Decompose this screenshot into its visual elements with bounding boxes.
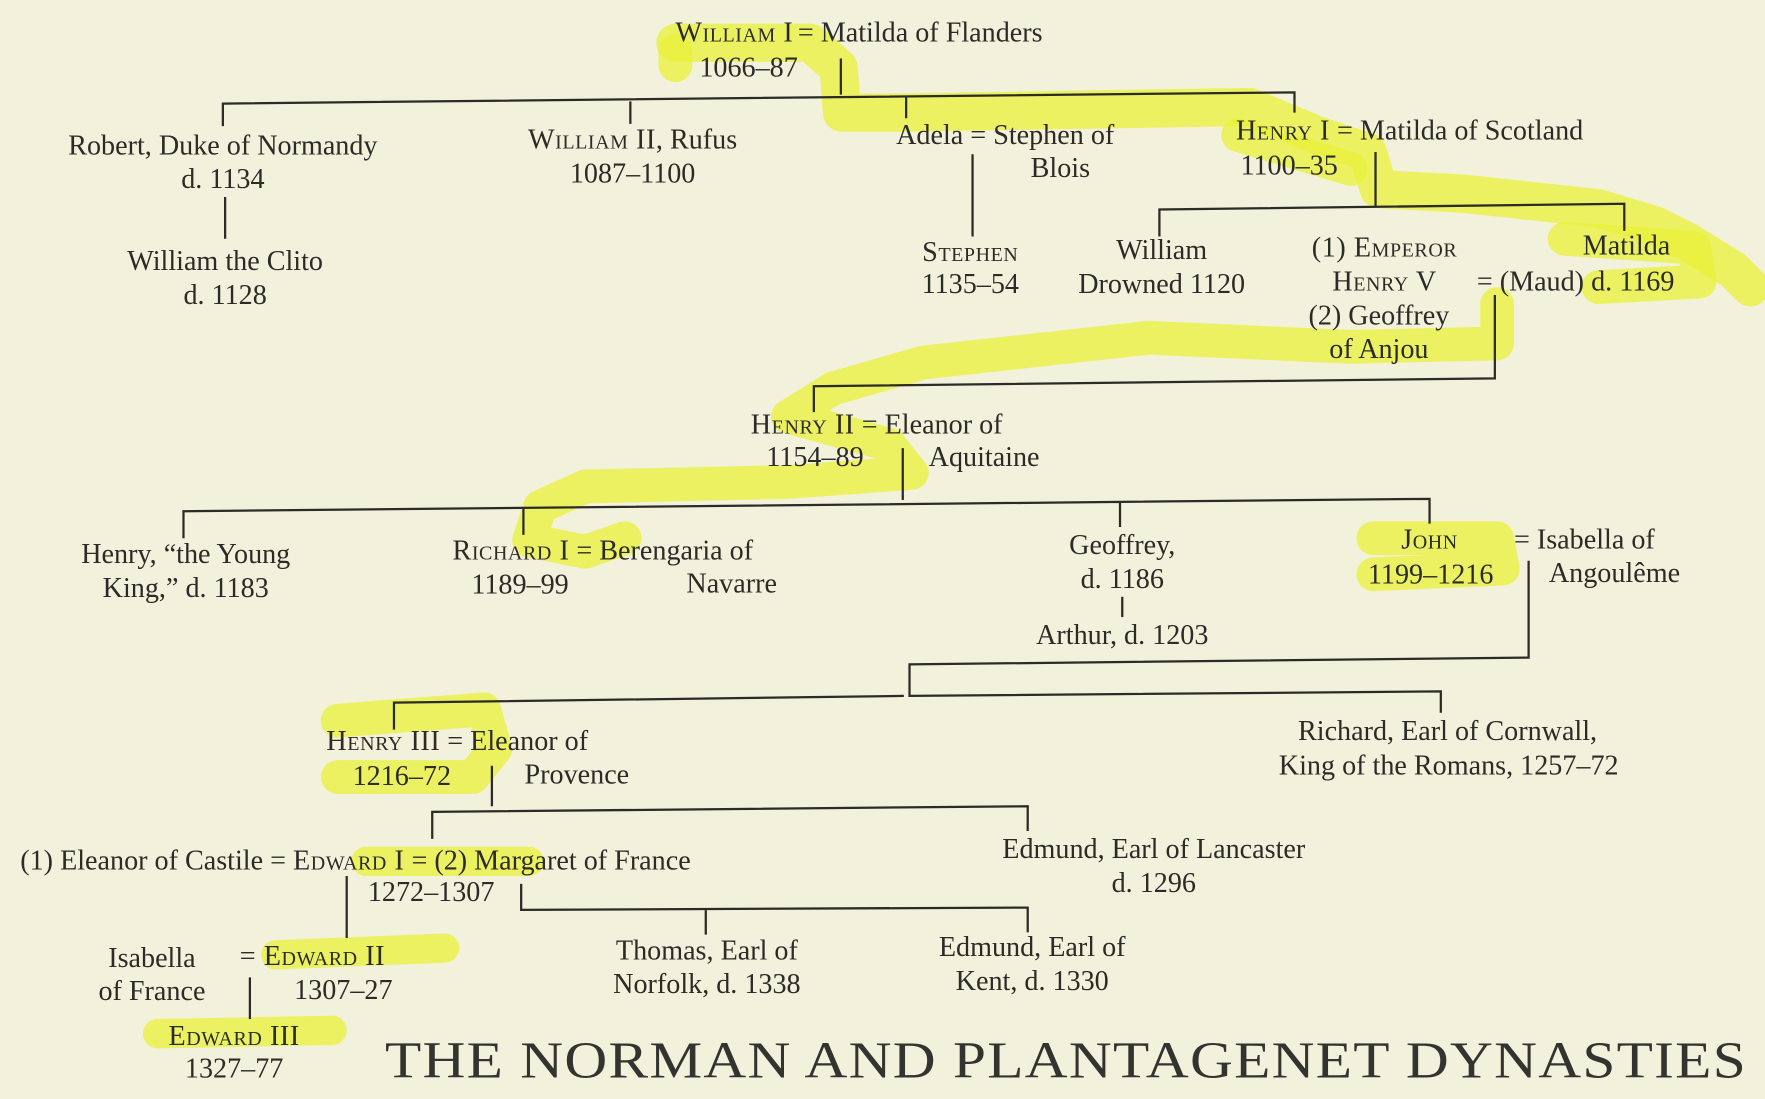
- william-i-reign: 1066–87: [699, 53, 797, 84]
- geoffrey-brittany-name: Geoffrey,: [1069, 530, 1175, 561]
- edward-i-line: (1) Eleanor of Castile = Edward I = (2) …: [20, 845, 690, 876]
- edward-i-name: Edward I: [293, 845, 404, 876]
- edward-i-reign: 1272–1307: [368, 877, 495, 908]
- henry-i-line: Henry I = Matilda of Scotland: [1236, 116, 1583, 147]
- henry-iii-reign: 1216–72: [353, 761, 451, 792]
- thomas-norfolk-line-2: Norfolk, d. 1338: [613, 969, 800, 1000]
- edward-ii-reign: 1307–27: [294, 975, 392, 1006]
- richard-i-spouse: = Berengaria of: [569, 536, 753, 567]
- edmund-kent-line: Edmund, Earl of: [939, 932, 1126, 963]
- richard-cornwall-line: Richard, Earl of Cornwall,: [1298, 716, 1597, 747]
- eleanor-castile: (1) Eleanor of Castile =: [20, 845, 293, 876]
- henry-i-spouse: = Matilda of Scotland: [1330, 116, 1583, 147]
- henry-ii-spouse-2: Aquitaine: [929, 442, 1040, 473]
- isabella-france-line-2: of France: [98, 976, 205, 1007]
- matilda-maud: = (Maud) d. 1169: [1477, 267, 1675, 298]
- john-reign: 1199–1216: [1368, 559, 1494, 590]
- edward-ii-name: = Edward II: [240, 941, 385, 972]
- richard-i-line: Richard I = Berengaria of: [453, 536, 754, 567]
- adela-line-2: Blois: [1031, 153, 1090, 184]
- edmund-lancaster-death: d. 1296: [1112, 868, 1196, 899]
- henry-iii-spouse: = Eleanor of: [440, 726, 588, 757]
- william-ii-reign: 1087–1100: [570, 158, 696, 189]
- highlight-edward2: [261, 933, 460, 970]
- william-ii-epithet: , Rufus: [656, 125, 737, 156]
- stephen-name: Stephen: [922, 237, 1018, 268]
- edmund-kent-line-2: Kent, d. 1330: [956, 966, 1109, 997]
- geoffrey-brittany-death: d. 1186: [1081, 564, 1164, 595]
- highlight-names-1: [658, 33, 1717, 305]
- john-spouse-2: Angoulême: [1549, 558, 1680, 589]
- henry-v-name: Henry V: [1332, 267, 1436, 298]
- william-adelin-name: William: [1116, 235, 1207, 266]
- robert-name: Robert, Duke of Normandy: [68, 130, 377, 161]
- william-i-spouse: = Matilda of Flanders: [798, 18, 1043, 49]
- diagram-title: THE NORMAN AND PLANTAGENET DYNASTIES: [385, 1033, 1747, 1090]
- young-king-line-2: King,” d. 1183: [103, 573, 269, 604]
- highlight-matilda-to-richard: [512, 287, 1514, 569]
- matilda-name: Matilda: [1583, 230, 1671, 261]
- edward-iii-name: Edward III: [169, 1021, 300, 1052]
- john-name: John: [1401, 524, 1458, 555]
- henry-iii-spouse-2: Provence: [525, 760, 630, 791]
- adela-line: Adela = Stephen of: [896, 120, 1115, 151]
- richard-i-name: Richard I: [453, 536, 570, 567]
- william-i-name: William I: [675, 18, 793, 49]
- highlight-john: [1356, 521, 1520, 592]
- geoffrey-anjou-line-2: of Anjou: [1329, 334, 1428, 365]
- william-adelin-death: Drowned 1120: [1078, 269, 1245, 300]
- john-spouse: = Isabella of: [1514, 524, 1655, 555]
- edmund-lancaster-name: Edmund, Earl of Lancaster: [1002, 834, 1306, 865]
- henry-ii-reign: 1154–89: [766, 442, 863, 473]
- henry-iii-name: Henry III: [326, 726, 440, 757]
- henry-ii-name: Henry II: [751, 410, 855, 441]
- william-i-line: William I= Matilda of Flanders: [675, 18, 1042, 49]
- richard-i-reign: 1189–99: [471, 569, 568, 600]
- clito-death: d. 1128: [183, 280, 266, 311]
- edward-iii-reign: 1327–77: [185, 1054, 283, 1085]
- isabella-france-line: Isabella: [108, 943, 196, 974]
- henry-ii-spouse: = Eleanor of: [855, 410, 1003, 441]
- henry-ii-line: Henry II = Eleanor of: [751, 410, 1003, 441]
- arthur-name: Arthur, d. 1203: [1036, 620, 1208, 651]
- henry-iii-line: Henry III = Eleanor of: [326, 726, 588, 757]
- stephen-reign: 1135–54: [922, 269, 1019, 300]
- young-king-line: Henry, “the Young: [81, 539, 290, 570]
- robert-death: d. 1134: [181, 164, 264, 195]
- highlight-henry3: [320, 692, 513, 794]
- highlight-edward3: [142, 1015, 347, 1049]
- thomas-norfolk-line: Thomas, Earl of: [616, 935, 799, 966]
- connector-lines: [182, 58, 1626, 1020]
- geoffrey-anjou-line: (2) Geoffrey: [1309, 300, 1450, 331]
- richard-i-spouse-2: Navarre: [686, 568, 777, 599]
- henry-i-reign: 1100–35: [1240, 151, 1337, 182]
- william-ii-name: William II: [528, 125, 656, 156]
- henry-i-name: Henry I: [1236, 116, 1330, 147]
- emperor-label: (1) Emperor: [1312, 233, 1458, 264]
- richard-cornwall-line-2: King of the Romans, 1257–72: [1279, 751, 1619, 782]
- margaret-france: = (2) Margaret of France: [404, 845, 690, 876]
- william-ii-line: William II, Rufus: [528, 125, 737, 156]
- clito-name: William the Clito: [127, 246, 323, 277]
